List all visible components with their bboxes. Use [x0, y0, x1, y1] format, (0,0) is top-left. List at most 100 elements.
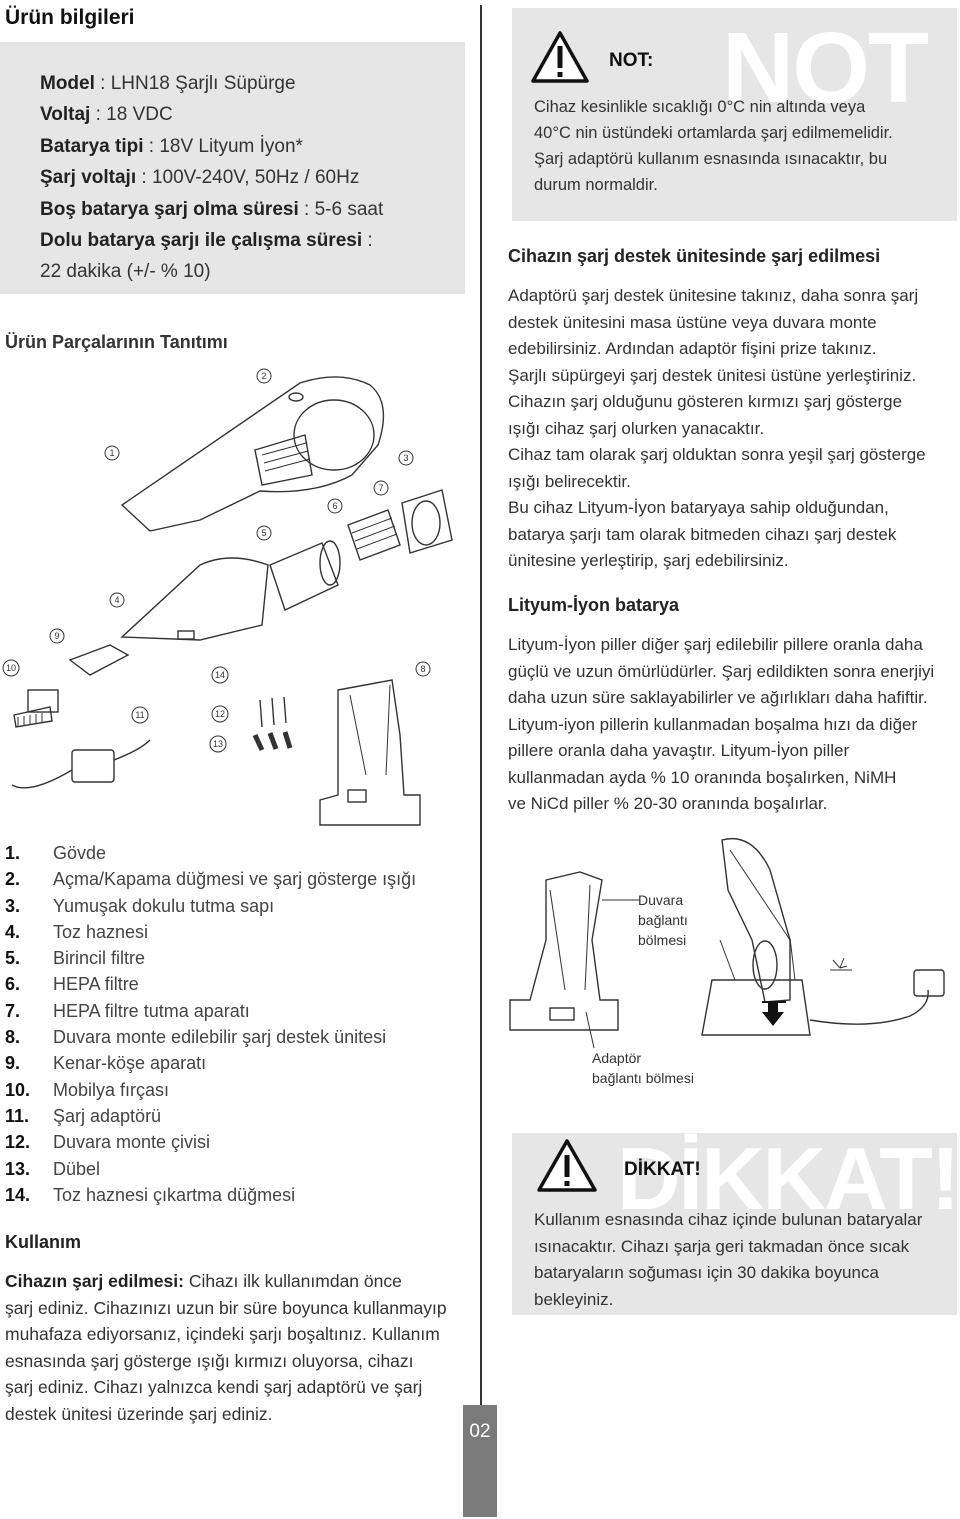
list-item: 4.Toz haznesi: [5, 921, 149, 942]
list-item: 3.Yumuşak dokulu tutma sapı: [5, 895, 275, 916]
runtime-line: Dolu batarya şarjı ile çalışma süresi :: [40, 230, 373, 252]
battery-type-value: : 18V Lityum İyon*: [143, 136, 303, 157]
marker-1-label: 1: [109, 448, 114, 458]
marker-10-label: 10: [6, 663, 16, 673]
page-number: 02: [463, 1405, 497, 1517]
list-item: 6.HEPA filtre: [5, 974, 139, 995]
usage-title: Kullanım: [5, 1232, 82, 1252]
list-item: 1.Gövde: [5, 843, 107, 863]
note-watermark: NOT: [722, 12, 929, 124]
model-line: Model : LHN18 Şarjlı Süpürge: [40, 73, 296, 95]
list-item: 12.Duvara monte çivisi: [5, 1132, 211, 1153]
marker-10: 10: [2, 659, 20, 677]
battery-type-line: Batarya tipi : 18V Lityum İyon*: [40, 136, 303, 158]
adapter-cable-icon: [11, 739, 151, 789]
dock-illustration: [509, 838, 945, 1049]
charging-dock-icon: [319, 679, 421, 826]
marker-7: 7: [373, 480, 389, 496]
product-info-title: Ürün bilgileri: [5, 6, 135, 29]
marker-12-label: 12: [215, 709, 225, 719]
empty-charge-value: : 5-6 saat: [298, 199, 384, 220]
marker-9-label: 9: [54, 631, 59, 641]
down-arrow-icon: [762, 1002, 784, 1026]
parts-diagram: 1 2 3 4 5 6 7 8 9 10 11 12 13 14: [2, 368, 453, 826]
marker-2: 2: [256, 368, 272, 384]
marker-11-label: 11: [135, 710, 144, 720]
list-item: 10.Mobilya fırçası: [5, 1079, 170, 1100]
marker-12: 12: [211, 705, 229, 723]
light-indicator-icon: [832, 957, 848, 969]
dock-front-indicator-icon: [549, 1007, 575, 1021]
voltage-value: : 18 VDC: [90, 104, 173, 125]
caution-watermark: DİKKAT!: [617, 1129, 960, 1228]
runtime-value: :: [362, 230, 373, 251]
release-button-icon: [177, 630, 195, 640]
part-number-markers: 1 2 3 4 5 6 7 8 9 10 11 12 13 14: [2, 368, 431, 753]
crevice-tool-icon: [68, 644, 130, 676]
wall-mount-label: Duvara bağlantı bölmesi: [638, 892, 688, 948]
dock-wall-view-icon: [509, 871, 619, 1031]
marker-3-label: 3: [403, 453, 408, 463]
marker-4-label: 4: [114, 595, 119, 605]
list-item: 13.Dübel: [5, 1158, 101, 1179]
marker-5: 5: [256, 525, 272, 541]
marker-2-label: 2: [261, 371, 266, 381]
list-item: 2.Açma/Kapama düğmesi ve şarj gösterge ı…: [5, 869, 417, 890]
vacuum-body-icon: [120, 376, 385, 532]
marker-6-label: 6: [332, 501, 337, 511]
list-item: 8.Duvara monte edilebilir şarj destek ün…: [5, 1027, 387, 1048]
battery-type-label: Batarya tipi: [40, 136, 144, 157]
charge-voltage-line: Şarj voltajı : 100V-240V, 50Hz / 60Hz: [40, 167, 359, 189]
marker-14: 14: [211, 666, 229, 684]
dock-base-icon: [701, 979, 811, 1036]
warning-icon: [531, 31, 589, 83]
power-cable-icon: [809, 989, 929, 1025]
marker-13: 13: [209, 735, 227, 753]
marker-3: 3: [398, 450, 414, 466]
voltage-line: Voltaj : 18 VDC: [40, 104, 173, 126]
callout-adapter-line: [585, 1011, 595, 1049]
runtime-line-2: 22 dakika (+/- % 10): [40, 261, 211, 282]
battery-title: Lityum-İyon batarya: [508, 595, 680, 615]
charge-voltage-label: Şarj voltajı: [40, 167, 137, 188]
marker-8-label: 8: [420, 664, 425, 674]
parts-title: Ürün Parçalarının Tanıtımı: [5, 332, 228, 352]
marker-1: 1: [104, 445, 120, 461]
marker-14-label: 14: [215, 670, 225, 680]
marker-7-label: 7: [378, 483, 383, 493]
voltage-label: Voltaj: [40, 104, 91, 125]
hepa-holder-icon: [401, 489, 453, 554]
power-button-icon: [288, 392, 304, 402]
wall-outlet-adapter-icon: [913, 969, 945, 997]
marker-9: 9: [49, 628, 65, 644]
marker-4: 4: [109, 592, 125, 608]
charging-head: Cihazın şarj edilmesi:: [5, 1271, 184, 1291]
column-divider: [480, 5, 482, 1427]
empty-charge-line: Boş batarya şarj olma süresi : 5-6 saat: [40, 199, 383, 221]
list-item: 7.HEPA filtre tutma aparatı: [5, 1000, 250, 1021]
warning-icon: [537, 1139, 597, 1192]
model-value: : LHN18 Şarjlı Süpürge: [94, 73, 296, 94]
hepa-filter-icon: [347, 509, 401, 561]
parts-list: 1.Gövde 2.Açma/Kapama düğmesi ve şarj gö…: [5, 840, 416, 1208]
adapter-slot-label: Adaptör bağlantı bölmesi: [592, 1050, 694, 1086]
dock-charging-title: Cihazın şarj destek ünitesinde şarj edil…: [508, 246, 881, 266]
product-info-box: Model : LHN18 Şarjlı Süpürge Voltaj : 18…: [0, 42, 465, 294]
charging-paragraph: Cihazın şarj edilmesi: Cihazı ilk kullan…: [5, 1271, 447, 1424]
dust-chamber-icon: [120, 557, 269, 641]
marker-8: 8: [415, 661, 431, 677]
battery-text: Lityum-İyon piller diğer şarj edilebilir…: [508, 635, 935, 813]
handle-loop-icon: [293, 399, 375, 471]
model-label: Model: [40, 73, 95, 94]
dock-indicator-icon: [347, 789, 367, 803]
list-item: 5.Birincil filtre: [5, 948, 146, 969]
wall-screws-icon: [259, 696, 287, 728]
list-item: 9.Kenar-köşe aparatı: [5, 1053, 207, 1074]
wall-plugs-icon: [252, 731, 293, 752]
dock-charging-text: Adaptörü şarj destek ünitesine takınız, …: [508, 286, 926, 570]
caution-box: DİKKAT! DİKKAT! Kullanım esnasında cihaz…: [512, 1129, 960, 1315]
list-item: 14.Toz haznesi çıkartma düğmesi: [5, 1184, 296, 1205]
caution-text: Kullanım esnasında cihaz içinde bulunan …: [534, 1210, 923, 1309]
list-item: 11.Şarj adaptörü: [5, 1105, 162, 1126]
caution-label: DİKKAT!: [624, 1159, 701, 1180]
